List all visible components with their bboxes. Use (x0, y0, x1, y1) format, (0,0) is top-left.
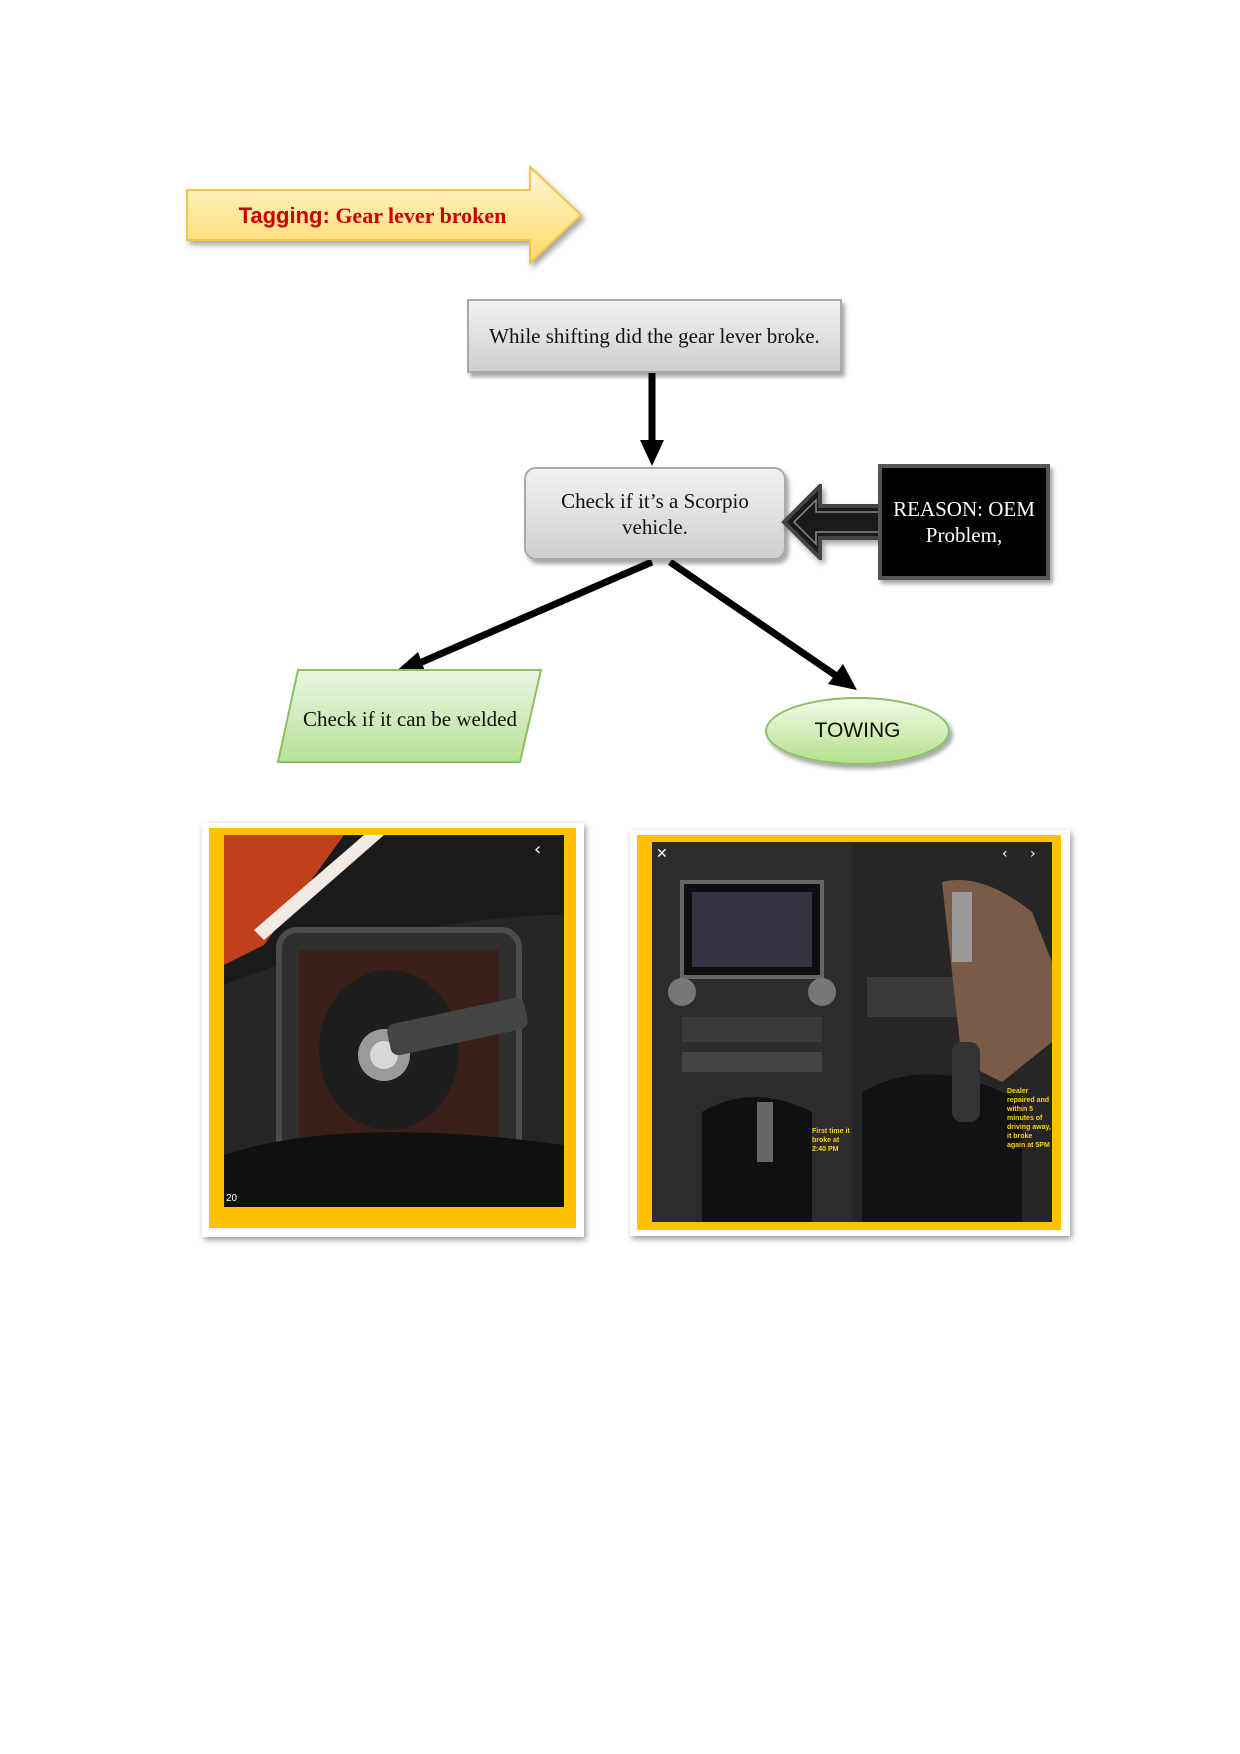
welded-check-text: Check if it can be welded (303, 707, 517, 731)
photo-broken-lever-frame: 20 ‹ (202, 823, 584, 1237)
question-box: While shifting did the gear lever broke. (467, 299, 842, 373)
tag-value: Gear lever broken (329, 203, 507, 228)
photo-caption-right: Dealer repaired and within 5 minutes of … (1007, 1088, 1051, 1149)
photo-corner-number: 20 (226, 1193, 238, 1204)
reason-box: REASON: OEM Problem, (878, 464, 1050, 580)
towing-text: TOWING (814, 719, 901, 742)
arrow-scorpio-to-welded (413, 558, 654, 669)
arrowhead-down (640, 440, 664, 466)
arrow-scorpio-to-towing (668, 559, 840, 680)
chevron-left-icon: ‹ (534, 839, 541, 860)
welded-check-parallelogram (276, 669, 543, 763)
chevron-left-icon: ‹ (1002, 846, 1008, 862)
arrowhead-left (394, 652, 426, 674)
tag-arrow-shape (186, 165, 583, 265)
scorpio-check-box: Check if it’s a Scorpio vehicle. (524, 467, 786, 560)
dashboard-gear-photo: ✕ ‹ › First time it broke at 2:40 PM Dea… (652, 842, 1052, 1222)
arrowhead-right (828, 664, 857, 690)
reason-text: REASON: OEM Problem, (893, 497, 1035, 547)
chevron-right-icon: › (1030, 846, 1036, 862)
close-icon: ✕ (656, 846, 668, 862)
photo-caption-left: First time it broke at 2:40 PM (812, 1128, 850, 1153)
tag-label: Tagging: (238, 203, 330, 228)
towing-ellipse: TOWING (765, 697, 950, 765)
broken-gear-lever-photo: 20 ‹ (224, 835, 564, 1207)
scorpio-check-text: Check if it’s a Scorpio vehicle. (561, 488, 749, 539)
question-text: While shifting did the gear lever broke. (489, 324, 820, 348)
tag-title: Tagging: Gear lever broken (200, 198, 545, 234)
photo-dashboard-frame: ✕ ‹ › First time it broke at 2:40 PM Dea… (630, 830, 1070, 1236)
reason-callout-arrow (781, 484, 888, 560)
